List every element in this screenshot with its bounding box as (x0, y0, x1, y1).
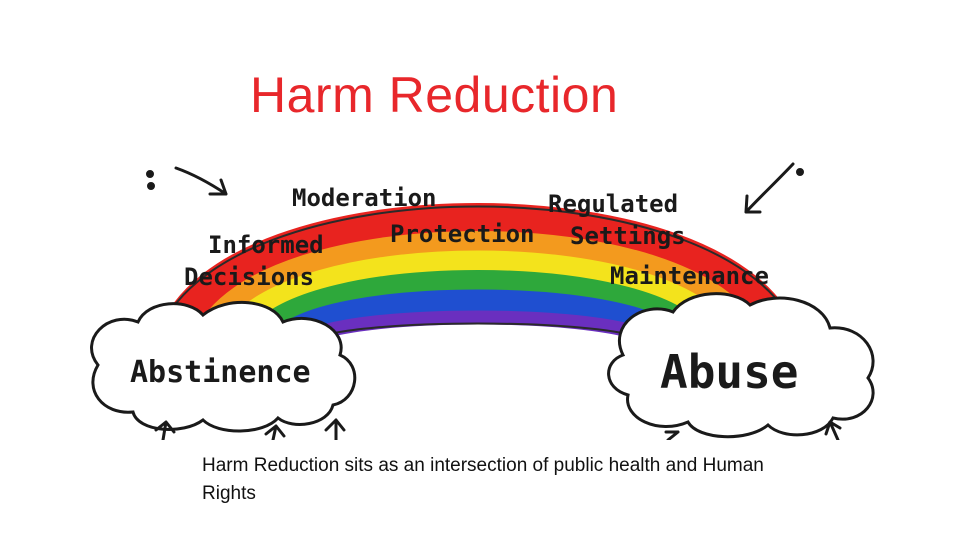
label-settings: Settings (570, 222, 686, 250)
abstinence-cloud: Abstinence (90, 300, 357, 433)
harm-reduction-rainbow-diagram: Abstinence Abuse Moderation Informed Dec… (78, 150, 880, 440)
rainbow (155, 203, 801, 350)
label-regulated: Regulated (548, 190, 678, 218)
arrow-bottom-3 (324, 418, 346, 440)
label-protection: Protection (390, 220, 535, 248)
arrow-bottom-5 (824, 420, 842, 440)
sketch-arrows (146, 162, 842, 440)
label-maintenance: Maintenance (610, 262, 769, 290)
label-decisions: Decisions (184, 263, 314, 291)
band-labels: Moderation Informed Decisions Protection… (184, 184, 769, 291)
arrow-top-left (174, 166, 228, 196)
arrow-bottom-1 (154, 420, 176, 440)
abuse-cloud: Abuse (607, 292, 875, 439)
abstinence-label: Abstinence (130, 355, 311, 390)
label-moderation: Moderation (292, 184, 437, 212)
rainbow-band-red (156, 203, 800, 347)
label-informed: Informed (208, 231, 324, 259)
arrow-top-right (744, 162, 795, 214)
caption: Harm Reduction sits as an intersection o… (202, 455, 764, 504)
abuse-label: Abuse (660, 345, 798, 399)
arrow-bottom-2 (264, 424, 286, 440)
page-title: Harm Reduction (250, 67, 619, 123)
arrow-bottom-4 (664, 430, 680, 440)
